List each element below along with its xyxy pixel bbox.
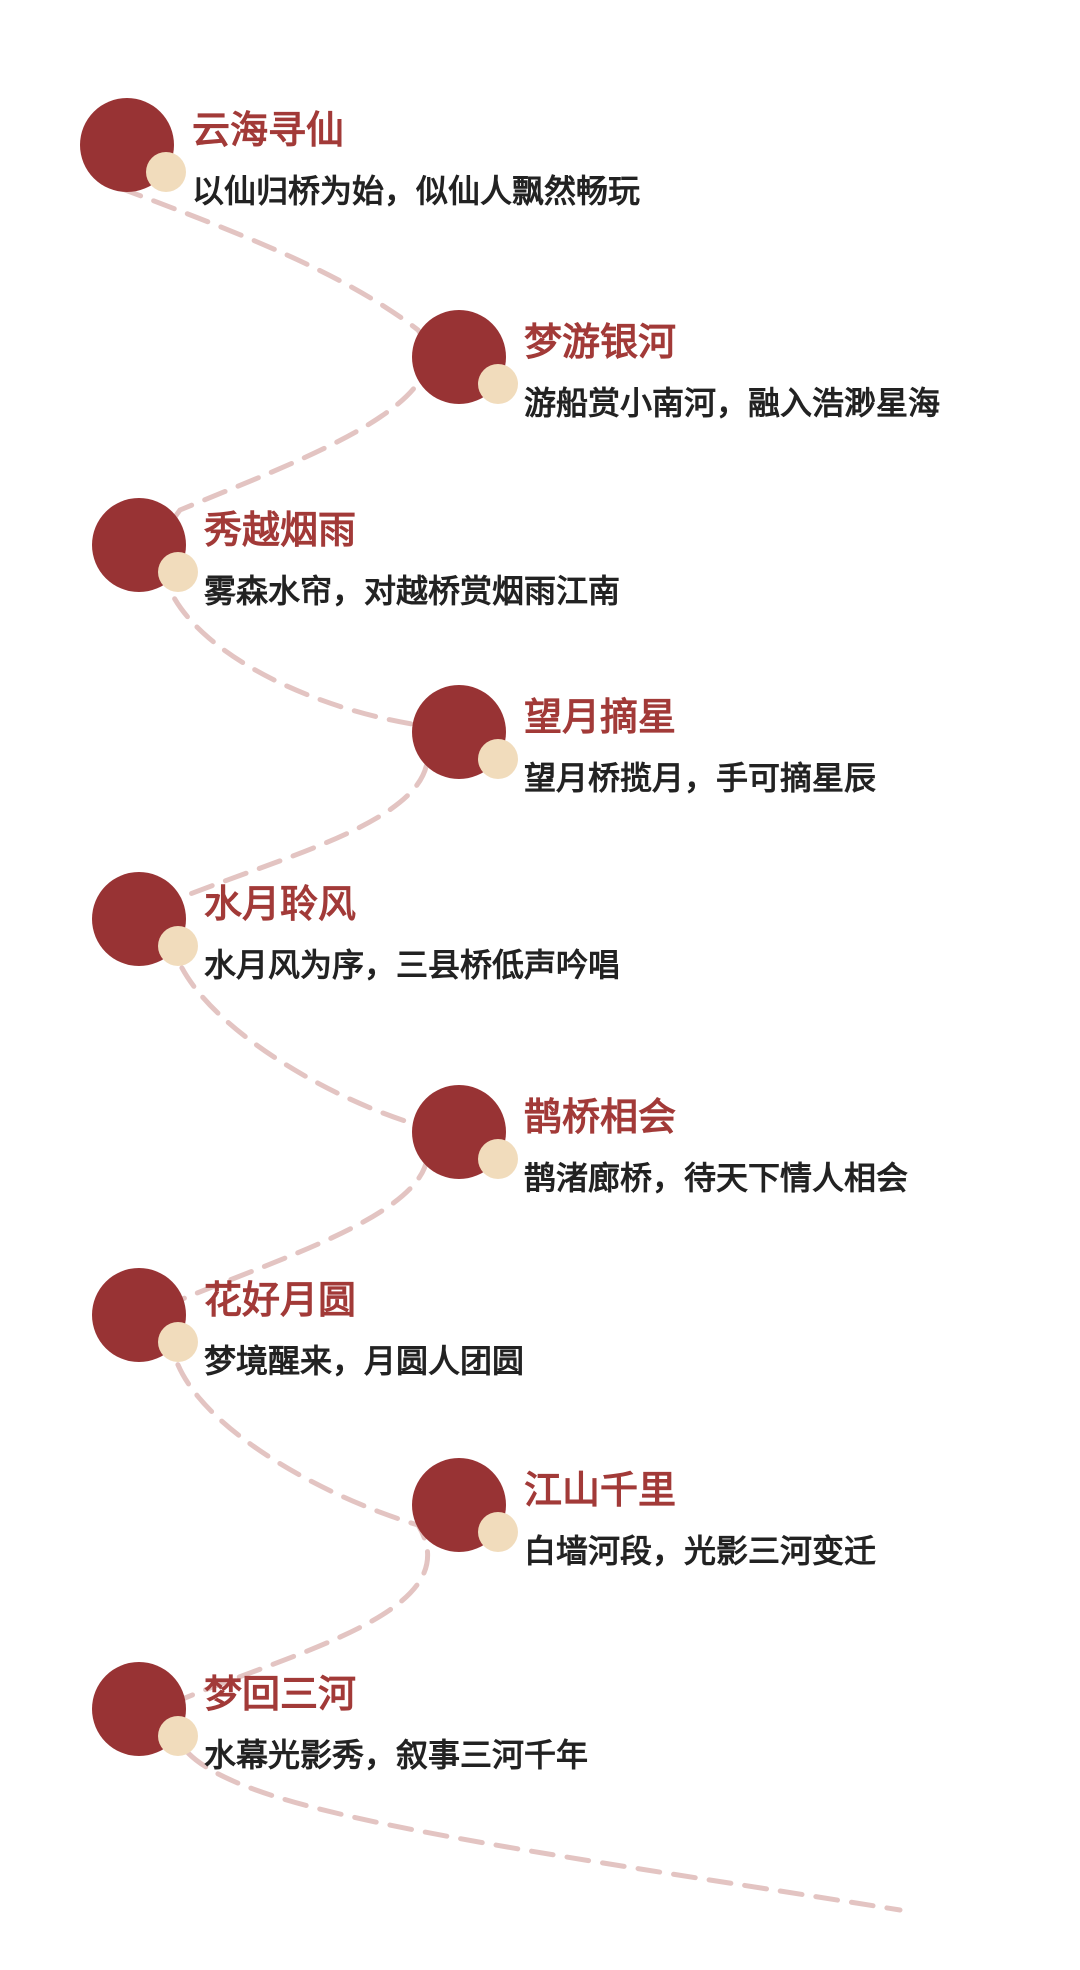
stop-title: 花好月圆	[204, 1278, 357, 1322]
stop-title: 秀越烟雨	[204, 508, 357, 552]
stop-marker-small	[158, 926, 198, 966]
stop-title: 梦回三河	[204, 1672, 357, 1716]
stop-description: 梦境醒来，月圆人团圆	[204, 1342, 525, 1380]
stop-1: 云海寻仙 以仙归桥为始，似仙人飘然畅玩	[80, 98, 780, 228]
stop-description: 鹊渚廊桥，待天下情人相会	[524, 1159, 909, 1197]
stop-title: 江山千里	[524, 1468, 677, 1512]
stop-marker-small	[478, 364, 518, 404]
stop-7: 花好月圆 梦境醒来，月圆人团圆	[92, 1268, 792, 1398]
stop-description: 水幕光影秀，叙事三河千年	[204, 1736, 589, 1774]
stop-marker-small	[158, 1716, 198, 1756]
stop-title: 云海寻仙	[192, 108, 345, 152]
stop-4: 望月摘星 望月桥揽月，手可摘星辰	[412, 685, 1080, 815]
stop-title: 水月聆风	[204, 882, 357, 926]
stop-description: 白墙河段，光影三河变迁	[524, 1532, 877, 1570]
stop-title: 梦游银河	[524, 320, 677, 364]
stop-marker-small	[158, 1322, 198, 1362]
stop-marker-small	[478, 1139, 518, 1179]
stop-description: 雾森水帘，对越桥赏烟雨江南	[204, 572, 621, 610]
stop-9: 梦回三河 水幕光影秀，叙事三河千年	[92, 1662, 792, 1792]
stop-description: 水月风为序，三县桥低声吟唱	[204, 946, 621, 984]
stop-title: 鹊桥相会	[524, 1095, 677, 1139]
stop-3: 秀越烟雨 雾森水帘，对越桥赏烟雨江南	[92, 498, 792, 628]
stop-6: 鹊桥相会 鹊渚廊桥，待天下情人相会	[412, 1085, 1080, 1215]
stop-2: 梦游银河 游船赏小南河，融入浩渺星海	[412, 310, 1080, 440]
stop-description: 望月桥揽月，手可摘星辰	[524, 759, 877, 797]
stop-marker-small	[146, 152, 186, 192]
stop-marker-small	[158, 552, 198, 592]
stop-description: 游船赏小南河，融入浩渺星海	[524, 384, 941, 422]
stop-marker-small	[478, 1512, 518, 1552]
stop-title: 望月摘星	[524, 695, 677, 739]
stop-8: 江山千里 白墙河段，光影三河变迁	[412, 1458, 1080, 1588]
stop-description: 以仙归桥为始，似仙人飘然畅玩	[192, 172, 641, 210]
stop-5: 水月聆风 水月风为序，三县桥低声吟唱	[92, 872, 792, 1002]
stop-marker-small	[478, 739, 518, 779]
